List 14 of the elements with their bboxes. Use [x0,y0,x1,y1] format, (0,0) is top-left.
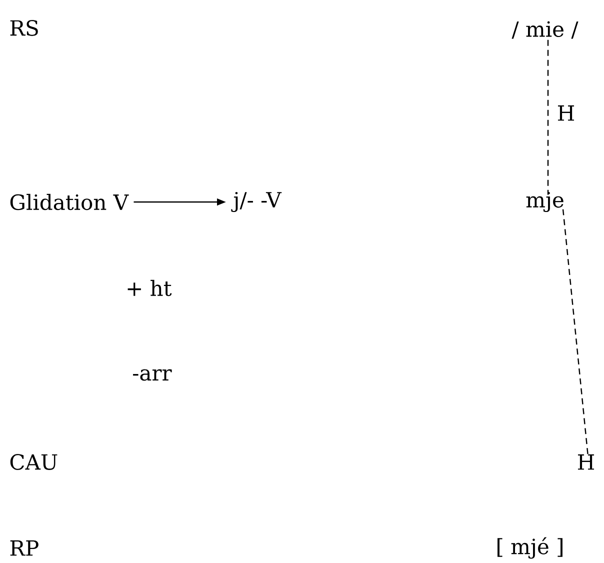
label: -arr [133,369,172,381]
label: [ mjé ] [498,537,562,559]
word: Glidation V [10,194,129,210]
word: H [578,454,594,470]
word: mje [526,192,564,212]
association-line [562,209,589,456]
word: j/- -V [231,192,282,212]
label: CAU [10,454,58,470]
label: RP [10,540,38,556]
association-line [547,40,549,195]
edge-label: H [558,105,574,121]
label: + ht [128,280,172,296]
label: RS [10,20,38,36]
word: / mie / [512,21,578,39]
